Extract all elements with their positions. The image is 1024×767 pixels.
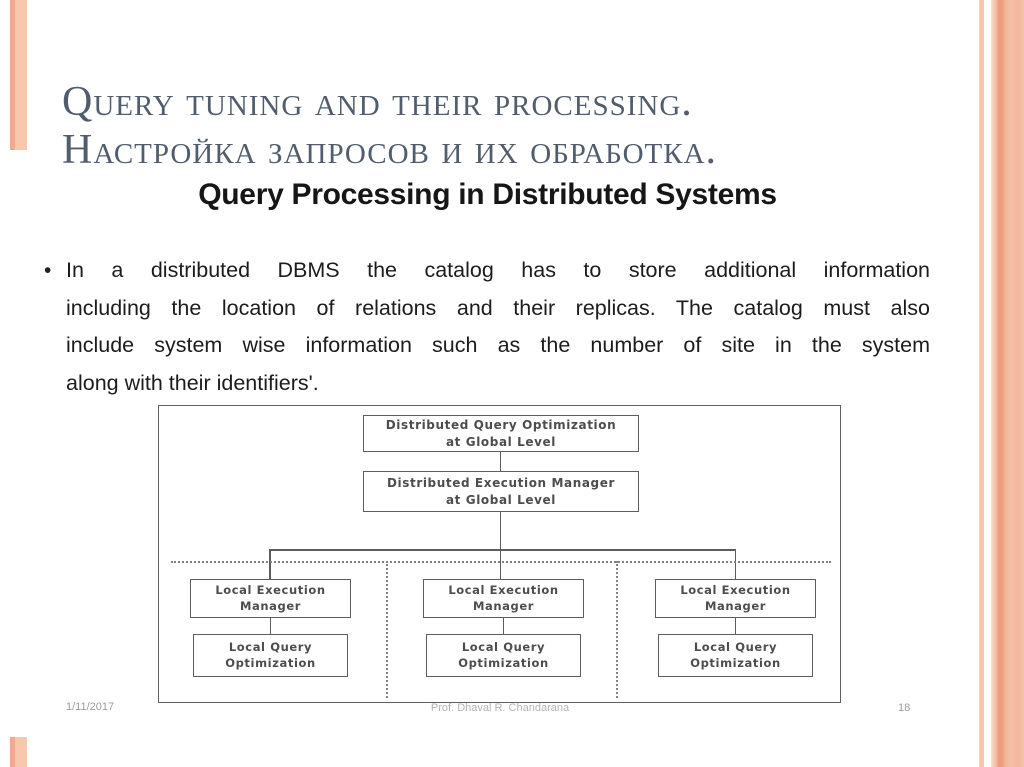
- footer-author: Prof. Dhaval R. Chandarana: [430, 702, 570, 714]
- right-accent-stripe-thin: [979, 0, 984, 767]
- slide-title-line-2: Настройка запросов и их обработка.: [62, 127, 718, 174]
- branch-line: [269, 549, 736, 551]
- page-number: 18: [898, 702, 911, 714]
- content-heading: Query Processing in Distributed Systems: [198, 178, 777, 211]
- connector-line: [499, 452, 501, 471]
- paragraph-line: including the location of relations and …: [66, 295, 930, 320]
- connector-line: [499, 512, 501, 579]
- node-local-execution-manager: Local Execution Manager: [655, 579, 816, 618]
- left-accent-stripe-bottom: [10, 737, 27, 767]
- node-local-execution-manager: Local Execution Manager: [190, 579, 351, 618]
- connector-line: [734, 549, 736, 579]
- node-local-query-optimization: Local Query Optimization: [426, 634, 581, 677]
- right-accent-band: [991, 0, 1024, 767]
- node-distributed-query-optimization: Distributed Query Optimization at Global…: [363, 415, 639, 452]
- node-local-query-optimization: Local Query Optimization: [193, 634, 348, 677]
- slide-title-line-1: Query tuning and their processing.: [62, 79, 693, 126]
- node-local-query-optimization: Local Query Optimization: [658, 634, 813, 677]
- connector-line: [269, 549, 271, 579]
- dotted-separator-vertical: [616, 561, 618, 698]
- node-distributed-execution-manager: Distributed Execution Manager at Global …: [363, 471, 639, 512]
- diagram-query-processing: Distributed Query Optimization at Global…: [158, 405, 841, 703]
- dotted-separator-vertical: [386, 561, 388, 698]
- node-local-execution-manager: Local Execution Manager: [423, 579, 584, 618]
- bullet-icon: •: [44, 259, 52, 282]
- dotted-separator-horizontal: [171, 561, 831, 563]
- slide-title: Query tuning and their processing. Настр…: [62, 78, 962, 174]
- paragraph-line: along with their identifiers'.: [66, 370, 319, 395]
- connector-line: [269, 618, 271, 634]
- left-accent-stripe-top: [10, 0, 27, 150]
- paragraph-line: include system wise information such as …: [66, 333, 930, 357]
- footer-date: 1/11/2017: [66, 701, 115, 713]
- paragraph-line: In a distributed DBMS the catalog has to…: [66, 258, 930, 282]
- connector-line: [502, 618, 504, 634]
- paragraph-lines: In a distributed DBMS the catalog has to…: [66, 252, 930, 402]
- bullet-paragraph: • In a distributed DBMS the catalog has …: [44, 252, 934, 402]
- connector-line: [734, 618, 736, 634]
